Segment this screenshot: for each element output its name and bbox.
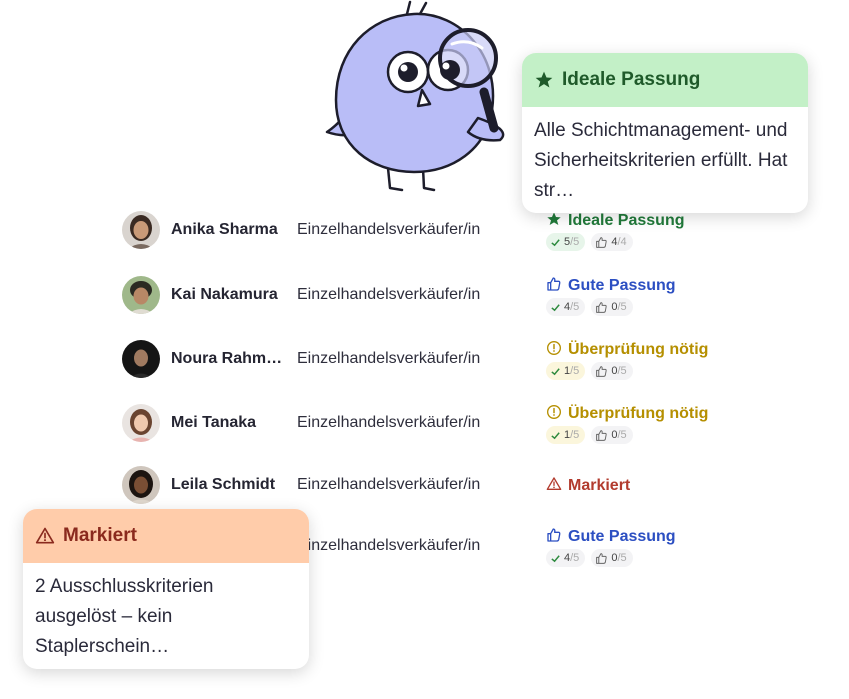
avatar <box>122 404 160 442</box>
criteria-count: 1 <box>564 365 571 377</box>
alert-circle-icon <box>546 404 563 420</box>
thumbs-up-icon <box>596 552 607 564</box>
avatar <box>122 466 160 504</box>
thumbs-up-icon <box>596 429 607 441</box>
criteria-chip: 1/5 <box>546 426 586 444</box>
criteria-count: 4 <box>564 552 571 564</box>
status-label: Markiert <box>568 477 631 494</box>
criteria-chip: 1/5 <box>546 362 586 380</box>
likes-total: /5 <box>617 301 627 313</box>
status-badge[interactable]: Markiert <box>546 476 708 495</box>
candidate-role: Einzelhandelsverkäufer/in <box>297 414 481 431</box>
status-label: Ideale Passung <box>568 212 685 229</box>
avatar <box>122 276 160 314</box>
tooltip-header: Ideale Passung <box>522 53 808 107</box>
thumbs-up-icon <box>546 527 563 543</box>
candidate-row[interactable]: Mei Tanaka Einzelhandelsverkäufer/in Übe… <box>122 404 722 444</box>
thumbs-up-icon <box>596 365 607 377</box>
status-label: Gute Passung <box>568 277 676 294</box>
criteria-count: 1 <box>564 429 571 441</box>
likes-count: 0 <box>611 365 618 377</box>
tooltip-title: Markiert <box>63 525 137 546</box>
likes-total: /5 <box>617 365 627 377</box>
warning-icon <box>35 526 55 546</box>
criteria-count: 4 <box>564 301 571 313</box>
candidate-name: Leila Schmidt <box>171 476 276 493</box>
candidate-name: Mei Tanaka <box>171 414 257 431</box>
check-icon <box>551 367 560 375</box>
mascot-bird-illustration <box>325 0 505 192</box>
likes-total: /5 <box>617 552 627 564</box>
avatar <box>122 211 160 249</box>
status-label: Überprüfung nötig <box>568 405 708 422</box>
candidate-role: Einzelhandelsverkäufer/in <box>297 221 481 238</box>
tooltip-body: 2 Ausschlusskriterien ausgelöst – kein S… <box>35 576 214 657</box>
likes-count: 0 <box>611 552 618 564</box>
criteria-total: /5 <box>570 236 580 248</box>
likes-chip: 0/5 <box>591 426 633 444</box>
thumbs-up-icon <box>596 236 607 248</box>
criteria-chip: 4/5 <box>546 298 586 316</box>
criteria-total: /5 <box>570 429 580 441</box>
check-icon <box>551 431 560 439</box>
criteria-count: 5 <box>564 236 571 248</box>
tooltip-title: Ideale Passung <box>562 69 701 90</box>
candidate-role: Einzelhandelsverkäufer/in <box>297 286 481 303</box>
criteria-total: /5 <box>570 365 580 377</box>
status-badge[interactable]: Ideale Passung <box>546 211 708 230</box>
likes-count: 0 <box>611 301 618 313</box>
criteria-total: /5 <box>570 552 580 564</box>
thumbs-up-icon <box>546 276 563 292</box>
candidate-row[interactable]: Noura Rahm… Einzelhandelsverkäufer/in Üb… <box>122 340 722 380</box>
candidate-name: Anika Sharma <box>171 221 278 238</box>
status-badge[interactable]: Überprüfung nötig <box>546 340 708 359</box>
status-label: Gute Passung <box>568 528 676 545</box>
likes-total: /4 <box>617 236 627 248</box>
check-icon <box>551 554 560 562</box>
likes-count: 4 <box>611 236 618 248</box>
status-badge[interactable]: Gute Passung <box>546 527 708 546</box>
check-icon <box>551 238 560 246</box>
candidate-row[interactable]: Anika Sharma Einzelhandelsverkäufer/in I… <box>122 211 722 251</box>
candidate-row[interactable]: Einzelhandelsverkäufer/in Gute Passung 4… <box>122 527 722 567</box>
tooltip-body: Alle Schichtmanagement- und Sicherheitsk… <box>534 120 788 201</box>
likes-chip: 0/5 <box>591 298 633 316</box>
star-icon <box>534 70 554 90</box>
likes-chip: 0/5 <box>591 362 633 380</box>
likes-count: 0 <box>611 429 618 441</box>
star-icon <box>546 211 563 227</box>
ideal-fit-tooltip: Ideale Passung Alle Schichtmanagement- u… <box>522 53 808 213</box>
candidate-name: Kai Nakamura <box>171 286 278 303</box>
thumbs-up-icon <box>596 301 607 313</box>
criteria-total: /5 <box>570 301 580 313</box>
check-icon <box>551 303 560 311</box>
status-badge[interactable]: Gute Passung <box>546 276 708 295</box>
criteria-chip: 5/5 <box>546 233 586 251</box>
flagged-tooltip: Markiert 2 Ausschlusskriterien ausgelöst… <box>23 509 309 669</box>
likes-total: /5 <box>617 429 627 441</box>
status-badge[interactable]: Überprüfung nötig <box>546 404 708 423</box>
candidate-name: Noura Rahm… <box>171 350 283 367</box>
candidate-row[interactable]: Kai Nakamura Einzelhandelsverkäufer/in G… <box>122 276 722 316</box>
status-label: Überprüfung nötig <box>568 341 708 358</box>
alert-circle-icon <box>546 340 563 356</box>
candidate-row[interactable]: Leila Schmidt Einzelhandelsverkäufer/in … <box>122 466 722 506</box>
candidate-role: Einzelhandelsverkäufer/in <box>297 476 481 493</box>
candidate-role: Einzelhandelsverkäufer/in <box>297 350 481 367</box>
warning-icon <box>546 476 563 492</box>
likes-chip: 0/5 <box>591 549 633 567</box>
likes-chip: 4/4 <box>591 233 633 251</box>
criteria-chip: 4/5 <box>546 549 586 567</box>
tooltip-header: Markiert <box>23 509 309 563</box>
candidate-role: Einzelhandelsverkäufer/in <box>297 537 481 554</box>
avatar <box>122 340 160 378</box>
